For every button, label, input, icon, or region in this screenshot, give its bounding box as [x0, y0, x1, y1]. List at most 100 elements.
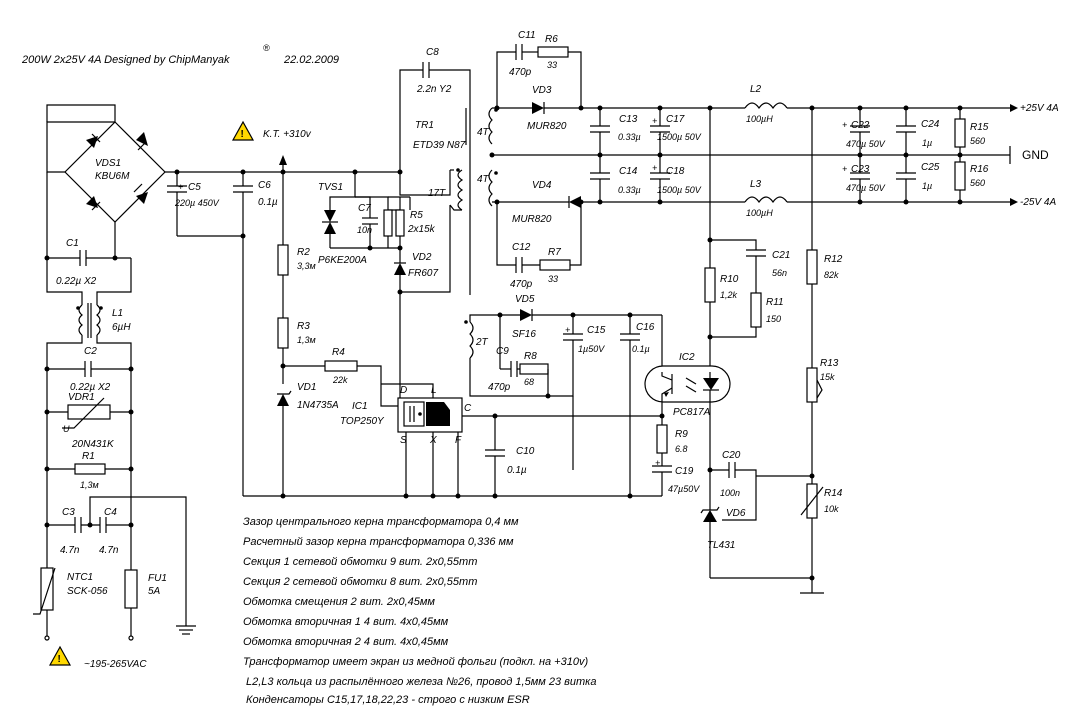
c19-plus: + [655, 458, 660, 468]
r4-ref: R4 [332, 347, 345, 358]
c5-value: 220µ 450V [174, 198, 220, 208]
out-neg-label: -25V 4A [1020, 197, 1056, 208]
c6-ref: C6 [258, 180, 271, 191]
tvs1-value: P6KE200A [318, 255, 367, 266]
bridge-vds1: VDS1 KBU6M [64, 121, 166, 223]
note-line: Зазор центрального керна трансформатора … [243, 516, 519, 528]
svg-text:!: ! [241, 129, 244, 140]
c22-value: 470µ 50V [846, 139, 886, 149]
c4-value: 4.7n [99, 545, 119, 556]
c22-plus: + [842, 120, 847, 130]
vdr1-value: 20N431K [71, 439, 115, 450]
ic1-ref: IC1 [352, 401, 368, 412]
input-section: VDS1 KBU6M + C5 220µ 450V C6 0.1µ ! [33, 104, 312, 670]
vds1-value: KBU6M [95, 171, 130, 182]
l3-value: 100µH [746, 208, 773, 218]
vds1-ref: VDS1 [95, 158, 121, 169]
c3-ref: C3 [62, 507, 75, 518]
r4-value: 22k [332, 375, 348, 385]
l1-value: 6µH [112, 322, 131, 333]
l2-ref: L2 [750, 84, 762, 95]
c11-value: 470p [509, 67, 532, 78]
tr1-ref: TR1 [415, 120, 434, 131]
c2-value: 0.22µ X2 [70, 382, 111, 393]
c17-plus: + [652, 116, 657, 126]
vdr1-ref: VDR1 [68, 392, 95, 403]
c10-value: 0.1µ [507, 465, 527, 476]
r15-ref: R15 [970, 122, 989, 133]
r8-value: 68 [524, 377, 534, 387]
r13-value: 15k [820, 372, 835, 382]
c25-value: 1µ [922, 181, 932, 191]
r13-ref: R13 [820, 358, 839, 369]
c13-value: 0.33µ [618, 132, 641, 142]
ic1-pin-d: D [400, 385, 407, 396]
registered-mark: ® [263, 43, 270, 53]
ic2-optocoupler [644, 365, 731, 403]
r14-ref: R14 [824, 488, 843, 499]
c18-value: 1500µ 50V [657, 185, 702, 195]
vd2-value: FR607 [408, 268, 438, 279]
tvs1-ref: TVS1 [318, 182, 343, 193]
c17-value: 1500µ 50V [657, 132, 702, 142]
vdr1-u: U [63, 424, 70, 434]
ac-label: ~195-265VAC [84, 659, 147, 670]
c9-value: 470p [488, 382, 511, 393]
ic1-value: TOP250Y [340, 416, 385, 427]
kt-label: K.T. +310v [263, 129, 312, 140]
w4b-label: 4T [477, 174, 490, 185]
l1-ref: L1 [112, 308, 123, 319]
r15-value: 560 [970, 136, 985, 146]
r3-ref: R3 [297, 321, 310, 332]
c6-value: 0.1µ [258, 197, 278, 208]
r11-value: 150 [766, 314, 781, 324]
c14-ref: C14 [619, 166, 638, 177]
note-line: Трансформатор имеет экран из медной фоль… [243, 656, 588, 668]
l2-value: 100µH [746, 114, 773, 124]
l3-ref: L3 [750, 179, 762, 190]
vd1-value: 1N4735A [297, 400, 339, 411]
c25-ref: C25 [921, 162, 940, 173]
c15-ref: C15 [587, 325, 606, 336]
c15-plus: + [565, 325, 570, 335]
ic2-ref: IC2 [679, 352, 695, 363]
ic1-pin-s: S [400, 435, 407, 446]
c24-value: 1µ [922, 138, 932, 148]
feedback-section: R10 1,2k C21 56n R11 150 IC2 PC817A [644, 105, 843, 594]
r6-value: 33 [547, 60, 557, 70]
note-line: Секция 1 сетевой обмотки 9 вит. 2x0,55mm [243, 556, 477, 568]
note-line: Обмотка вторичная 2 4 вит. 4x0,45мм [243, 636, 449, 648]
vd6-value: TL431 [707, 540, 735, 551]
c8-value: 2.2n Y2 [416, 84, 452, 95]
vd4-value: MUR820 [512, 214, 552, 225]
c21-value: 56n [772, 268, 787, 278]
vd5-value: SF16 [512, 329, 536, 340]
date: 22.02.2009 [283, 54, 339, 66]
c23-ref: C23 [851, 164, 870, 175]
r5-value: 2x15k [407, 224, 436, 235]
l1-choke [76, 303, 103, 338]
note-line: Обмотка смещения 2 вит. 2x0,45мм [243, 596, 435, 608]
r12-ref: R12 [824, 254, 843, 265]
out-pos-label: +25V 4A [1020, 103, 1059, 114]
fu1-ref: FU1 [148, 573, 167, 584]
r9-ref: R9 [675, 429, 688, 440]
w4a-label: 4T [477, 127, 490, 138]
c5-plus: + [178, 182, 183, 192]
c24-ref: C24 [921, 119, 940, 130]
r10-ref: R10 [720, 274, 739, 285]
c12-ref: C12 [512, 242, 531, 253]
ic1-top250y [397, 397, 463, 433]
c12-value: 470p [510, 279, 533, 290]
vd2-ref: VD2 [412, 252, 432, 263]
c7-ref: C7 [358, 203, 371, 214]
r3-value: 1,3м [297, 335, 316, 345]
r10-value: 1,2k [720, 290, 738, 300]
c7-value: 10n [357, 225, 372, 235]
c8-ref: C8 [426, 47, 439, 58]
r1-ref: R1 [82, 451, 95, 462]
ntc1-value: SCK-056 [67, 586, 108, 597]
c10-ref: C10 [516, 446, 535, 457]
c22-ref: C22 [851, 120, 870, 131]
c3-value: 4.7n [60, 545, 80, 556]
